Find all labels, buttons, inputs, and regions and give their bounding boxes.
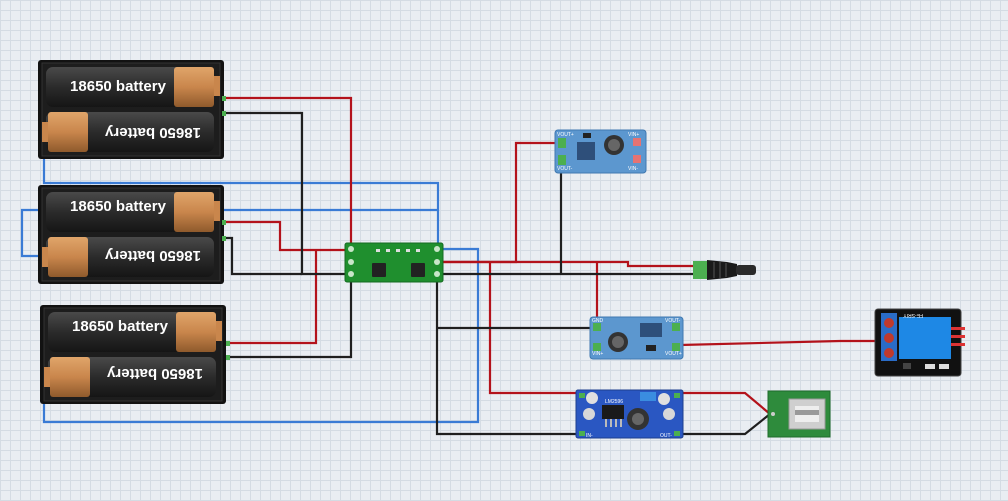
wire-blue[interactable] [20,208,438,258]
wire-black[interactable] [224,236,302,276]
usb-port[interactable] [767,390,831,438]
wire-red[interactable] [230,250,318,345]
battery-label: 18650 battery [70,78,167,95]
wire-black[interactable] [435,274,580,436]
wire-black[interactable] [224,111,352,276]
pin-label: VOUT+ [665,351,682,357]
wire-red[interactable] [440,141,558,264]
battery-label: 18650 battery [70,198,167,215]
wire-red[interactable] [224,96,353,249]
pin-label: IN- [586,433,593,439]
battery-label: 18650 battery [72,318,169,335]
battery-label: 18650 battery [104,124,201,141]
wire-red[interactable] [488,262,580,395]
relay-module[interactable]: FE-SRIY [874,308,965,377]
boost-converter-mid[interactable]: VIN+ GND VOUT+ VOUT- [589,316,684,360]
wire-red[interactable] [440,260,700,268]
pin-label: VOUT- [665,318,681,324]
wires [20,96,882,436]
dc-barrel-jack[interactable] [693,260,756,280]
pin-label: GND [592,318,604,324]
wire-red[interactable] [679,339,882,347]
battery-holder-2[interactable]: 18650 battery 18650 battery [38,185,226,284]
relay-label: FE-SRIY [903,312,923,318]
chip-label: LM2596 [605,399,623,405]
bms-module[interactable] [344,242,444,283]
wire-red[interactable] [224,220,351,252]
wire-red[interactable] [682,391,771,415]
pin-label: VIN+ [628,132,639,138]
pin-label: VIN+ [592,351,603,357]
boost-converter-top[interactable]: VOUT+ VOUT- VIN+ VIN- [554,129,647,174]
pin-label: OUT- [660,433,672,439]
battery-holder-1[interactable]: 18650 battery 18650 battery [38,60,226,159]
battery-label: 18650 battery [104,247,201,264]
battery-label: 18650 battery [106,365,203,382]
wire-black[interactable] [230,274,353,359]
pin-label: VOUT+ [557,132,574,138]
wire-black[interactable] [682,413,771,436]
buck-converter-lm2596[interactable]: LM2596 IN- OUT- [575,389,684,439]
pin-label: VOUT- [557,166,573,172]
battery-holder-3[interactable]: 18650 battery 18650 battery [40,305,230,404]
pin-label: VIN- [628,166,638,172]
wire-blue[interactable] [42,247,480,424]
